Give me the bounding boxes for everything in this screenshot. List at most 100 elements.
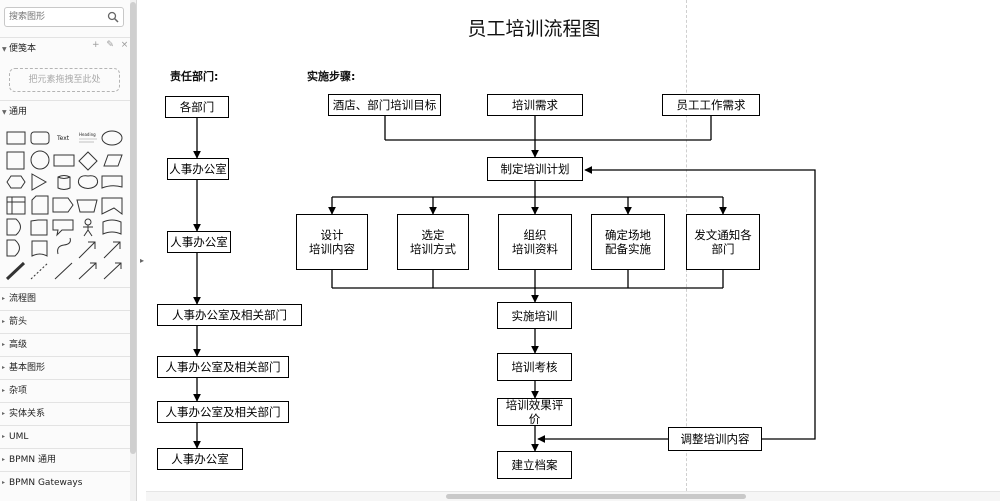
responsible-node[interactable]: 人事办公室 [167,231,231,253]
shape-palette-grid[interactable]: Text Heading [0,124,130,289]
shape-delay[interactable] [6,218,21,236]
implement-node[interactable]: 实施培训 [497,302,572,329]
responsible-node[interactable]: 人事办公室 [167,158,229,180]
shape-text[interactable]: Text [56,135,70,142]
shape-manual-input[interactable] [30,219,48,236]
plan-node[interactable]: 制定培训计划 [487,157,583,181]
category-label: 箭头 [9,317,28,327]
shape-cloud[interactable] [77,175,99,189]
category-label: 杂项 [9,386,28,396]
category-flowchart[interactable]: ▸流程图 [0,287,130,309]
task-node[interactable]: 组织 培训资料 [498,214,572,270]
source-node[interactable]: 酒店、部门培训目标 [328,94,441,116]
shape-triangle[interactable] [31,173,48,191]
shape-document[interactable] [101,175,123,189]
shape-parallelogram[interactable] [103,154,123,167]
sidebar-collapse-handle[interactable]: ▸ [139,256,144,265]
collapse-arrow-icon: ▸ [2,410,6,417]
category-label: BPMN 通用 [9,455,56,465]
canvas-horizontal-scrollbar[interactable] [146,491,1000,501]
shape-callout-step[interactable] [52,197,74,213]
shape-cylinder[interactable] [57,175,71,190]
shape-heading[interactable]: Heading [79,132,96,137]
shape-internal-storage[interactable] [6,196,26,215]
shape-circle[interactable] [30,150,50,170]
diagram-title[interactable]: 员工培训流程图 [467,18,601,40]
category-label: 基本图形 [9,363,46,373]
scratchpad-tools[interactable]: + ✎ × [92,40,131,50]
shape-wave[interactable] [102,219,122,235]
collapse-arrow-icon: ▸ [2,295,6,302]
scratchpad-title: 便笺本 [9,44,37,54]
scratchpad-dropzone[interactable]: 把元素拖拽至此处 [9,68,120,92]
responsible-node[interactable]: 人事办公室及相关部门 [157,356,289,378]
evaluate-node[interactable]: 培训效果评 价 [497,398,572,426]
assess-node[interactable]: 培训考核 [497,353,572,381]
category-misc[interactable]: ▸杂项 [0,379,130,401]
collapse-arrow-icon: ▸ [2,479,6,486]
shape-data-storage[interactable] [31,240,48,257]
source-node[interactable]: 员工工作需求 [662,94,760,116]
category-entity-relation[interactable]: ▸实体关系 [0,402,130,424]
shape-or[interactable] [6,239,20,257]
category-label: 实体关系 [9,409,46,419]
feedback-connector[interactable] [584,166,816,440]
shape-arrow[interactable] [103,241,121,259]
category-advanced[interactable]: ▸高级 [0,333,130,355]
task-node[interactable]: 设计 培训内容 [296,214,368,270]
shape-connector[interactable] [103,262,122,280]
responsible-node[interactable]: 人事办公室 [157,448,243,470]
shape-square[interactable] [6,151,25,170]
scratchpad-header[interactable]: ▼ 便笺本 [0,37,130,59]
category-label: 高级 [9,340,28,350]
canvas-scrollbar-thumb[interactable] [446,494,746,499]
category-arrows[interactable]: ▸箭头 [0,310,130,332]
sidebar-scrollbar-thumb[interactable] [130,2,136,454]
responsible-department-label[interactable]: 责任部门: [170,70,219,83]
task-node[interactable]: 确定场地 配备实施 [591,214,665,270]
expand-arrow-icon: ▼ [2,109,7,116]
category-bpmn-general[interactable]: ▸BPMN 通用 [0,448,130,470]
category-uml[interactable]: ▸UML [0,425,130,447]
shape-ellipse[interactable] [101,130,123,146]
shape-search-box[interactable] [4,7,124,27]
shape-search-input[interactable] [5,8,105,26]
shape-trapezoid[interactable] [76,199,98,213]
general-header[interactable]: ▼ 通用 [0,100,130,122]
collapse-arrow-icon: ▸ [2,387,6,394]
shape-bidirectional-arrow[interactable] [78,241,96,259]
task-node[interactable]: 选定 培训方式 [397,214,469,270]
shape-directional-connector[interactable] [78,262,97,280]
category-label: UML [9,432,29,442]
shape-actor[interactable] [83,218,93,237]
category-bpmn-gateways[interactable]: ▸BPMN Gateways [0,471,130,493]
responsible-node[interactable]: 人事办公室及相关部门 [157,401,289,423]
adjust-node[interactable]: 调整培训内容 [668,427,762,451]
shape-line[interactable] [54,262,73,280]
shape-diamond[interactable] [78,151,98,171]
shape-thick-line[interactable] [5,261,26,281]
shape-callout[interactable] [52,219,74,237]
general-shapes-palette: Text Heading [0,124,130,289]
collapse-arrow-icon: ▸ [2,433,6,440]
shape-card[interactable] [31,195,49,215]
shape-rounded-rectangle[interactable] [30,131,50,145]
task-node[interactable]: 发文通知各 部门 [686,214,760,270]
shape-tape[interactable] [101,197,123,215]
source-node[interactable]: 培训需求 [487,94,583,116]
shape-rectangle[interactable] [6,131,26,145]
shape-curve[interactable] [57,237,71,255]
expand-arrow-icon: ▼ [2,46,7,53]
responsible-node[interactable]: 各部门 [165,96,229,118]
category-label: BPMN Gateways [9,478,83,488]
shape-process[interactable] [53,154,75,167]
shape-hexagon[interactable] [6,175,26,189]
responsible-node[interactable]: 人事办公室及相关部门 [157,304,302,326]
implementation-steps-label[interactable]: 实施步骤: [307,70,356,83]
archive-node[interactable]: 建立档案 [497,451,572,479]
search-icon[interactable] [107,11,119,23]
sidebar-scrollbar[interactable] [130,0,136,501]
category-basic-shapes[interactable]: ▸基本图形 [0,356,130,378]
